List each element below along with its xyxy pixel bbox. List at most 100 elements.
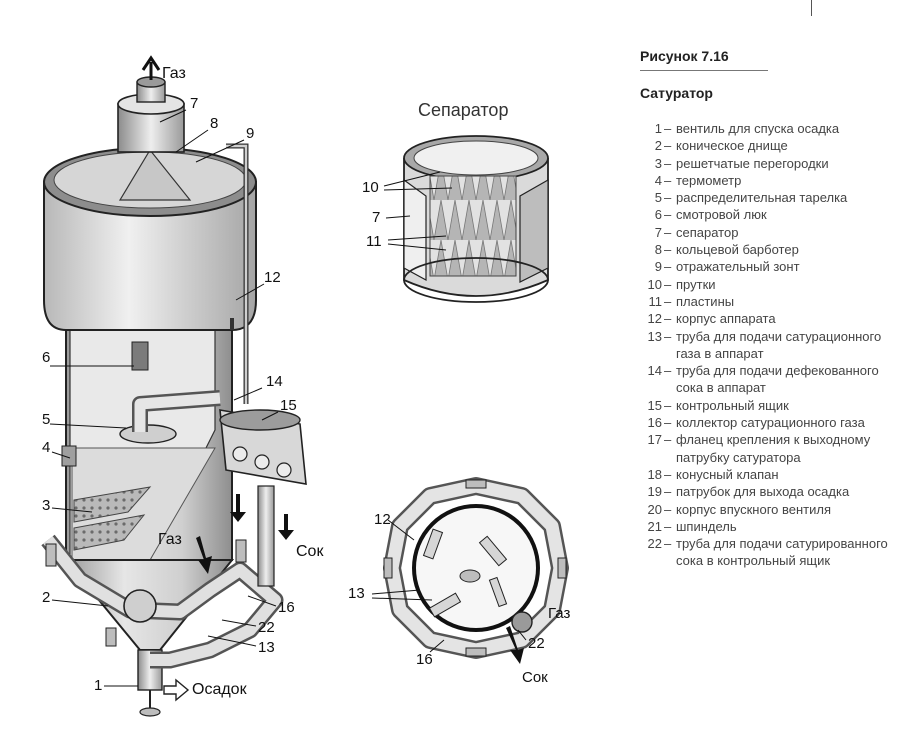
label-7: 7 xyxy=(190,95,198,112)
legend-item: 1–вентиль для спуска осадка xyxy=(640,120,895,137)
legend-dash: – xyxy=(664,207,672,223)
label-14: 14 xyxy=(266,373,283,390)
legend-number: 6 xyxy=(654,207,662,223)
legend-text: пластины xyxy=(676,293,735,309)
legend-dash: – xyxy=(664,138,672,154)
legend-text: корпус аппарата xyxy=(676,311,776,327)
legend-number: 7 xyxy=(654,224,662,240)
legend-dash: – xyxy=(664,328,672,344)
sediment-arrow xyxy=(163,678,190,702)
grid-partition-upper xyxy=(73,486,152,523)
plan-label-12: 12 xyxy=(374,511,391,528)
legend-text: патрубок для выхода осадка xyxy=(676,484,850,500)
legend-number: 2 xyxy=(654,138,662,154)
leader-lines xyxy=(49,109,279,687)
sight-hatch xyxy=(131,341,149,371)
juice-down-arrow-2 xyxy=(278,514,294,540)
separator-leaders xyxy=(383,171,453,251)
legend-dash: – xyxy=(664,397,672,413)
legend-dash: – xyxy=(664,293,672,309)
legend-dash: – xyxy=(664,363,672,379)
separator-title: Сепаратор xyxy=(418,100,508,120)
separator-detail xyxy=(403,135,549,303)
legend-dash: – xyxy=(664,155,672,171)
legend-text: смотровой люк xyxy=(676,207,767,223)
legend-item: 5–распределительная тарелка xyxy=(640,189,895,206)
thermometer xyxy=(61,445,77,467)
legend-dash: – xyxy=(664,415,672,431)
label-6: 6 xyxy=(42,349,50,366)
legend-number: 21 xyxy=(647,518,662,534)
legend-number: 14 xyxy=(647,363,662,379)
page-corner-mark xyxy=(811,0,812,16)
gas-flange xyxy=(123,589,157,623)
legend-text: фланец крепления к выходному патрубку са… xyxy=(676,432,871,465)
legend-text: решетчатые перегородки xyxy=(676,155,829,171)
legend-dash: – xyxy=(664,190,672,206)
legend-number: 11 xyxy=(648,293,663,309)
legend-dash: – xyxy=(664,224,672,240)
legend-number: 13 xyxy=(647,328,662,344)
legend-item: 20–корпус впускного вентиля xyxy=(640,501,895,518)
legend-text: прутки xyxy=(676,276,716,292)
label-juice: Сок xyxy=(296,543,324,560)
legend-text: шпиндель xyxy=(676,518,737,534)
legend-item: 16–коллектор сатурационного газа xyxy=(640,414,895,431)
legend-item: 10–прутки xyxy=(640,276,895,293)
saturator-vessel xyxy=(43,55,257,717)
legend-dash: – xyxy=(664,536,672,552)
legend-item: 19–патрубок для выхода осадка xyxy=(640,483,895,500)
legend-text: коллектор сатурационного газа xyxy=(676,415,865,431)
plan-label-13: 13 xyxy=(348,585,365,602)
legend-number: 10 xyxy=(647,276,662,292)
legend-item: 8–кольцевой барботер xyxy=(640,241,895,258)
plan-view xyxy=(383,477,569,664)
plan-label-gas: Газ xyxy=(548,605,570,622)
legend-item: 3–решетчатые перегородки xyxy=(640,155,895,172)
legend-item: 11–пластины xyxy=(640,293,895,310)
label-9: 9 xyxy=(246,125,254,142)
legend-number: 9 xyxy=(654,259,662,275)
legend-item: 21–шпиндель xyxy=(640,518,895,535)
legend-text: труба для подачи дефекованного сока в ап… xyxy=(676,363,879,396)
legend-item: 22–труба для подачи сатурированного сока… xyxy=(640,535,895,570)
reflector-umbrella xyxy=(118,148,192,201)
label-4: 4 xyxy=(42,439,50,456)
legend-text: коническое днище xyxy=(676,138,788,154)
legend-dash: – xyxy=(664,518,672,534)
legend-dash: – xyxy=(664,432,672,448)
figure-number: Рисунок 7.16 xyxy=(640,48,729,64)
plan-label-juice: Сок xyxy=(522,669,548,686)
figure-title: Сатуратор xyxy=(640,85,713,101)
caption-rule xyxy=(640,70,768,71)
plan-label-22: 22 xyxy=(528,635,545,652)
external-pipes xyxy=(41,143,307,669)
legend-item: 6–смотровой люк xyxy=(640,206,895,223)
legend-text: корпус впускного вентиля xyxy=(676,501,832,517)
legend-text: труба для подачи сатурированного сока в … xyxy=(676,536,888,569)
legend-number: 15 xyxy=(647,397,662,413)
legend-dash: – xyxy=(664,501,672,517)
legend-number: 5 xyxy=(654,190,662,206)
legend-dash: – xyxy=(664,466,672,482)
legend-number: 3 xyxy=(654,155,662,171)
grid-partition-lower xyxy=(73,514,146,551)
legend-text: труба для подачи сатурационного газа в а… xyxy=(676,328,882,361)
legend-number: 12 xyxy=(647,311,662,327)
label-1: 1 xyxy=(94,677,102,694)
legend-text: конусный клапан xyxy=(676,466,779,482)
legend-item: 17–фланец крепления к выходному патрубку… xyxy=(640,431,895,466)
legend-number: 1 xyxy=(654,121,662,136)
label-3: 3 xyxy=(42,497,50,514)
label-13: 13 xyxy=(258,639,275,656)
legend-text: кольцевой барботер xyxy=(676,242,799,258)
legend-dash: – xyxy=(664,121,672,136)
legend-dash: – xyxy=(664,242,672,258)
legend-number: 17 xyxy=(647,432,662,448)
legend-item: 18–конусный клапан xyxy=(640,466,895,483)
legend-item: 15–контрольный ящик xyxy=(640,397,895,414)
legend-item: 13–труба для подачи сатурационного газа … xyxy=(640,328,895,363)
legend-text: отражательный зонт xyxy=(676,259,800,275)
legend-item: 2–коническое днище xyxy=(640,137,895,154)
legend-dash: – xyxy=(664,484,672,500)
